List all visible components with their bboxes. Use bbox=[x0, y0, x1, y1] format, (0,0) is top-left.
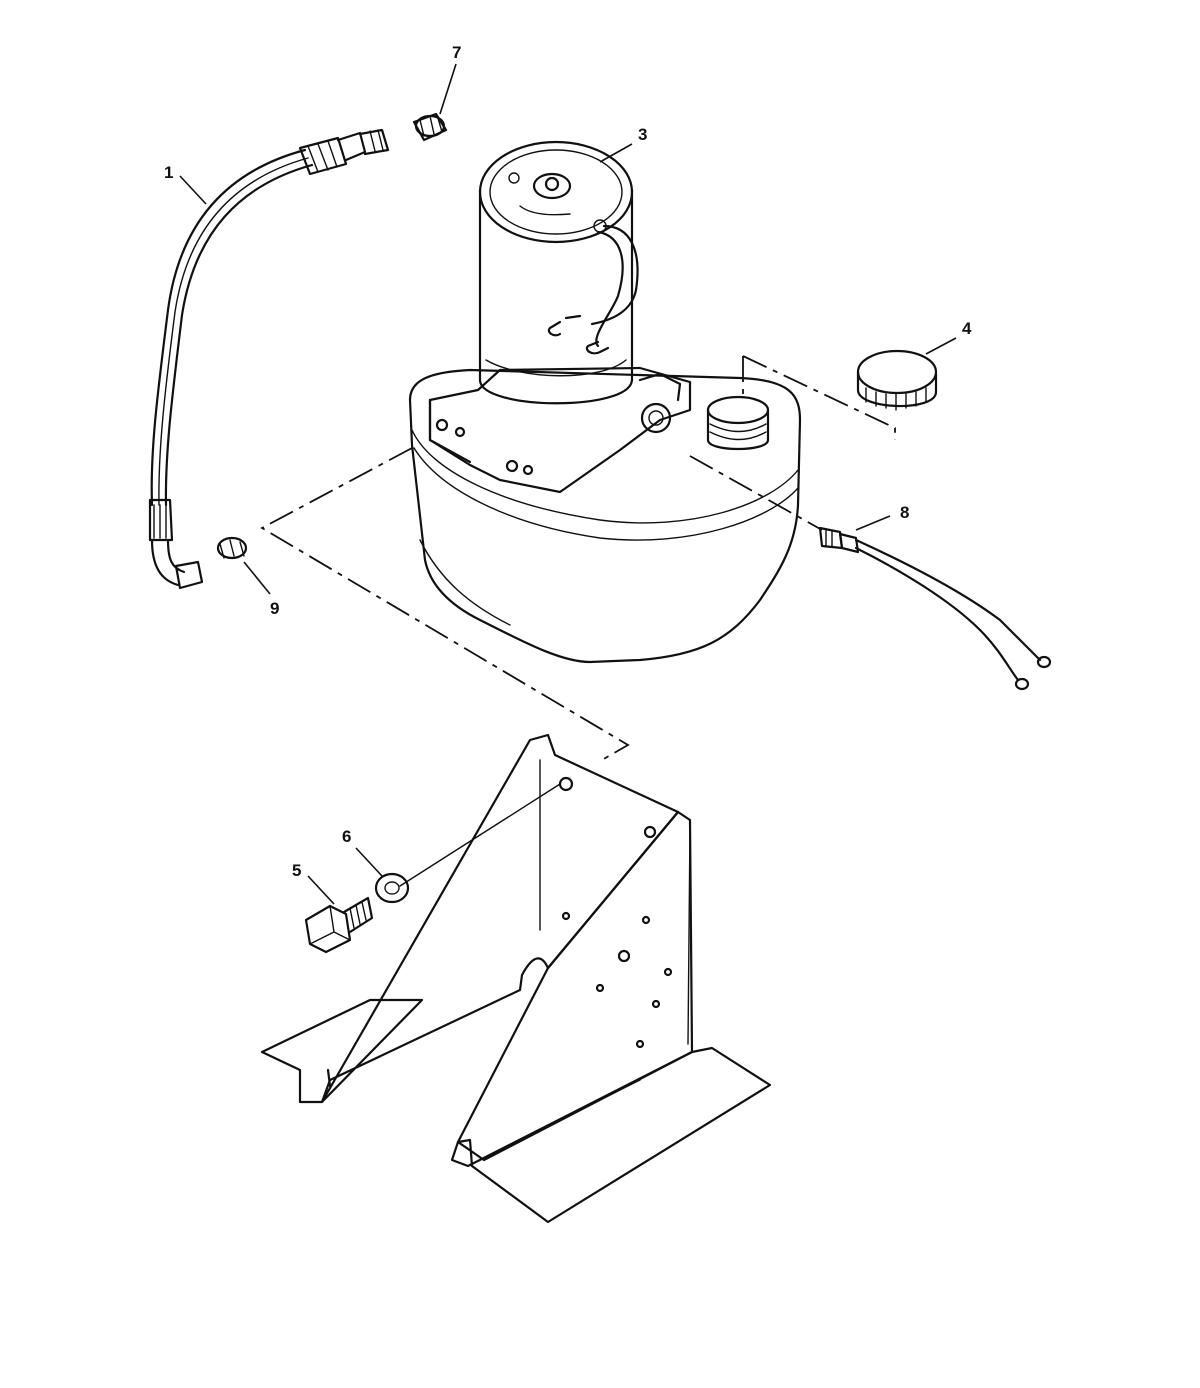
mounting-bracket[interactable] bbox=[260, 733, 772, 1224]
lock-washer[interactable] bbox=[374, 783, 561, 904]
assembly-dashed-lines bbox=[260, 355, 896, 761]
leader-lines bbox=[179, 63, 957, 905]
callout-5[interactable]: 5 bbox=[292, 861, 301, 880]
hose-assembly[interactable] bbox=[148, 128, 390, 590]
callout-6[interactable]: 6 bbox=[342, 827, 351, 846]
sender-switch[interactable] bbox=[818, 526, 1052, 691]
callout-8[interactable]: 8 bbox=[900, 503, 909, 522]
callout-9[interactable]: 9 bbox=[270, 599, 279, 618]
callouts: 1 7 3 4 8 9 6 5 bbox=[164, 43, 972, 880]
mounting-bolt[interactable] bbox=[304, 896, 374, 954]
callout-7[interactable]: 7 bbox=[452, 43, 461, 62]
port-plug-side[interactable] bbox=[216, 536, 248, 560]
callout-3[interactable]: 3 bbox=[638, 125, 647, 144]
callout-4[interactable]: 4 bbox=[962, 319, 972, 338]
reservoir-fill-cap[interactable] bbox=[856, 349, 938, 411]
motor-pump-reservoir[interactable] bbox=[408, 140, 802, 664]
port-plug-top[interactable] bbox=[412, 112, 448, 142]
callout-1[interactable]: 1 bbox=[164, 163, 173, 182]
